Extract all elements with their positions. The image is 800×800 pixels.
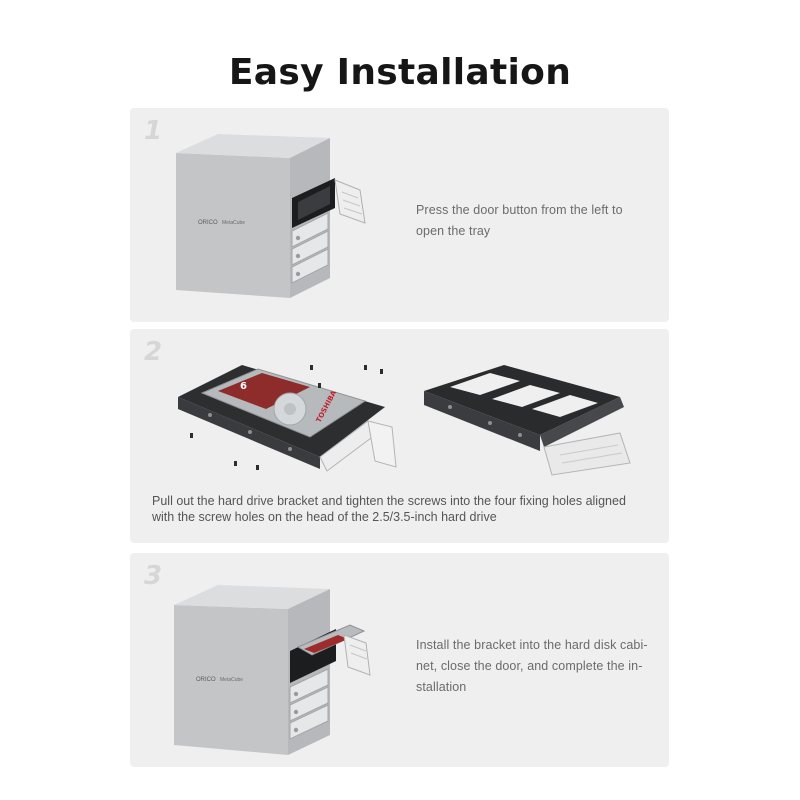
step-3-description-line: net, close the door, and complete the in… bbox=[416, 659, 643, 673]
step-2-description-line: Pull out the hard drive bracket and tigh… bbox=[152, 494, 626, 508]
step-3-description: Install the bracket into the hard disk c… bbox=[416, 635, 656, 698]
brand-logo: ORICO bbox=[198, 220, 218, 226]
empty-bracket-illustration bbox=[424, 365, 631, 476]
step-3-panel: 3 ORICO MetaCube Install the bracket int… bbox=[130, 553, 669, 767]
brand-logo: ORICO bbox=[196, 677, 216, 683]
step-number: 2 bbox=[144, 337, 163, 367]
drive-capacity-label: 6 bbox=[240, 381, 247, 392]
brand-model: MetaCube bbox=[222, 220, 245, 226]
step-2-description-line: with the screw holes on the head of the … bbox=[152, 510, 497, 524]
brand-model: MetaCube bbox=[220, 677, 243, 683]
step-number: 1 bbox=[144, 116, 163, 146]
step-1-description-line: open the tray bbox=[416, 224, 491, 238]
enclosure-insert-bracket-illustration: ORICO MetaCube bbox=[174, 585, 371, 755]
step-1-description-line: Press the door button from the left to bbox=[416, 203, 623, 217]
page-title: Easy Installation bbox=[228, 52, 572, 93]
step-2-description: Pull out the hard drive bracket and tigh… bbox=[152, 493, 662, 525]
step-1-description: Press the door button from the left to o… bbox=[416, 200, 656, 242]
step-number: 3 bbox=[144, 561, 163, 591]
step-3-description-line: Install the bracket into the hard disk c… bbox=[416, 638, 648, 652]
step-3-description-line: stallation bbox=[416, 680, 467, 694]
drive-bracket-illustration: TOSHIBA 6 bbox=[178, 365, 397, 472]
step-2-panel: 2 TOSHIBA 6 bbox=[130, 329, 669, 543]
step-1-panel: 1 ORICO MetaCube Press the door button f… bbox=[130, 108, 669, 322]
enclosure-open-door-illustration: ORICO MetaCube bbox=[176, 134, 366, 298]
